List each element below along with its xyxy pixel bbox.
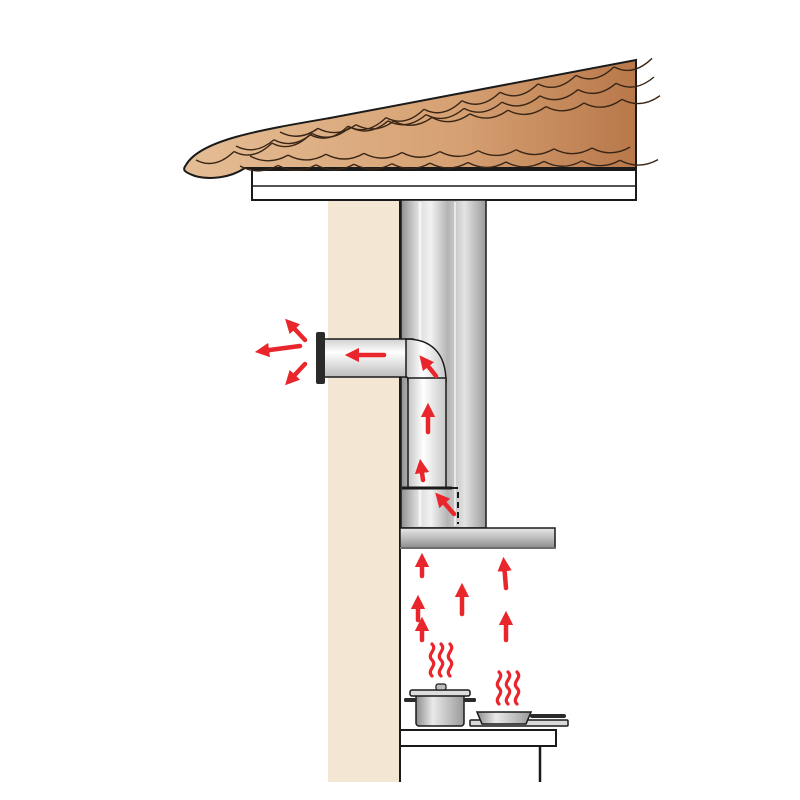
airflow-arrow-icon xyxy=(419,355,439,379)
range-hood-canopy xyxy=(399,527,556,549)
exterior-wall xyxy=(328,198,401,782)
cooking-pot-icon xyxy=(404,683,476,727)
airflow-arrow-icon xyxy=(435,492,457,517)
roof-tile-row xyxy=(235,76,655,151)
steam-icon xyxy=(428,642,521,706)
airflow-arrows xyxy=(254,318,514,643)
roof-soffit xyxy=(251,169,637,201)
roof-tiles xyxy=(183,57,661,179)
countertop xyxy=(399,729,557,782)
airflow-arrow-icon xyxy=(414,458,430,483)
frying-pan-icon xyxy=(475,711,566,725)
airflow-arrow-icon xyxy=(497,556,512,591)
airflow-arrow-icon xyxy=(285,318,308,343)
roof-tile-row xyxy=(249,146,631,162)
airflow-arrow-icon xyxy=(285,361,308,386)
airflow-arrow-icon xyxy=(254,342,303,358)
wall-cap-flange xyxy=(316,332,325,384)
roof-tile-rows xyxy=(195,57,661,172)
roof-tile-row xyxy=(279,95,661,137)
roof-tile-row xyxy=(239,159,659,172)
